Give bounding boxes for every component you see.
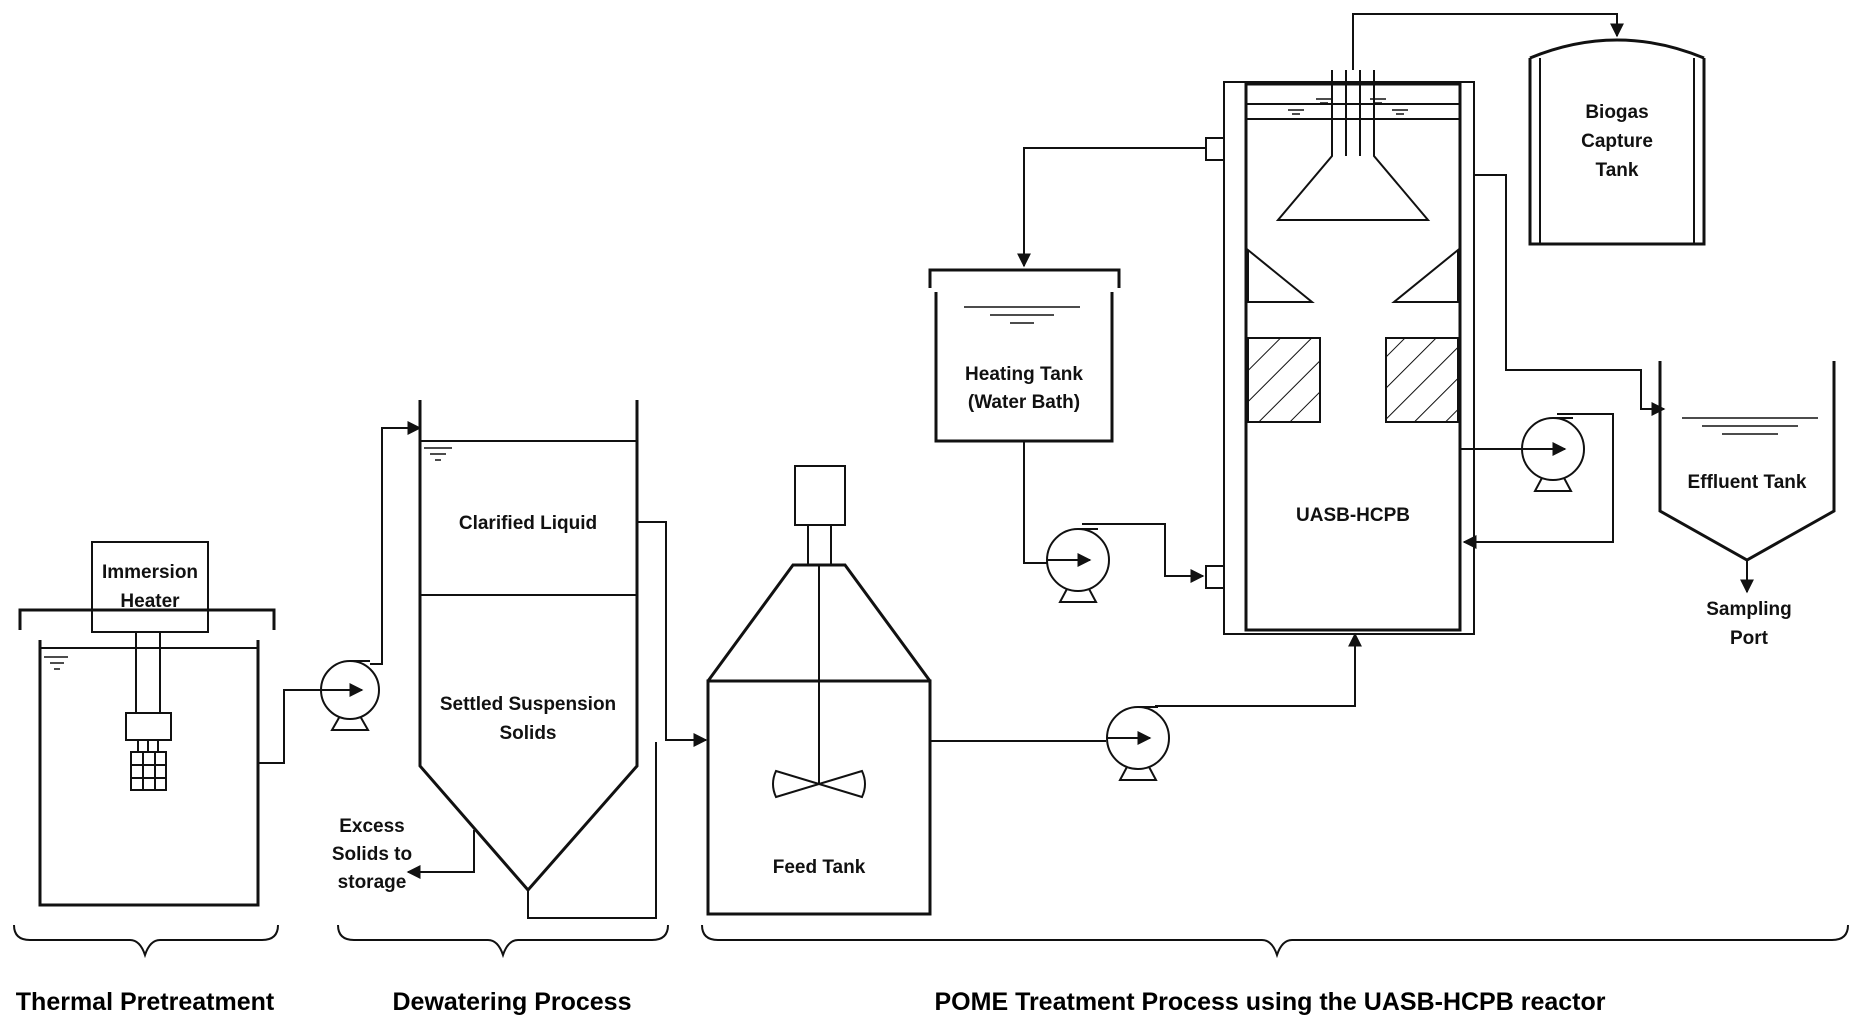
clarifier-tank: Clarified Liquid Settled Suspension Soli… [418,400,639,893]
water-level-icon [1288,98,1408,115]
water-level-icon [964,306,1080,324]
immersion-heater-label-2: Heater [120,591,180,612]
biogas-tank-label-2: Capture [1581,131,1653,152]
pump-4-icon [1521,417,1585,492]
heating-tank-label-1: Heating Tank [965,364,1083,385]
heating-tank-label-2: (Water Bath) [968,392,1080,413]
pump-3-icon [1046,528,1110,603]
heating-element-icon [130,751,167,791]
brace-pome [701,924,1849,959]
effluent-tank-label: Effluent Tank [1688,472,1807,493]
packed-bed-left-icon [1247,337,1321,423]
water-level-icon [424,447,452,461]
excess-solids-label-2: Solids to [332,844,412,865]
brace-thermal [13,924,279,959]
section-label-thermal: Thermal Pretreatment [16,988,275,1016]
feed-tank-label: Feed Tank [773,857,866,878]
sampling-port-label-1: Sampling [1706,599,1792,620]
gas-separator-hood-icon [1275,70,1431,221]
packed-bed-right-icon [1385,337,1459,423]
water-level-icon [44,656,68,670]
excess-solids-label-1: Excess [339,816,405,837]
section-label-pome: POME Treatment Process using the UASB-HC… [935,988,1606,1016]
immersion-heater-label-1: Immersion [102,562,198,583]
pump-1-icon [320,660,380,731]
pump-2-icon [1106,706,1170,781]
heating-tank: Heating Tank (Water Bath) [928,268,1121,443]
sampling-port-label-2: Port [1730,628,1769,649]
settled-solids-label-1: Settled Suspension [440,694,616,715]
reactor-label: UASB-HCPB [1296,505,1410,526]
biogas-tank-label-3: Tank [1596,160,1639,181]
thermal-tank [18,608,276,907]
effluent-tank: Effluent Tank [1658,361,1836,562]
settled-solids-label-2: Solids [499,723,556,744]
section-label-dewatering: Dewatering Process [393,988,632,1016]
clarified-liquid-label: Clarified Liquid [459,513,597,534]
immersion-heater: Immersion Heater [91,541,209,791]
agitator-icon [772,565,866,799]
uasb-hcpb-reactor: UASB-HCPB [1205,70,1475,635]
brace-dewatering [337,924,669,959]
feed-tank: Feed Tank [706,465,932,916]
biogas-capture-tank: Biogas Capture Tank [1528,38,1706,246]
biogas-tank-label-1: Biogas [1585,102,1648,123]
excess-solids-label-3: storage [338,872,407,893]
